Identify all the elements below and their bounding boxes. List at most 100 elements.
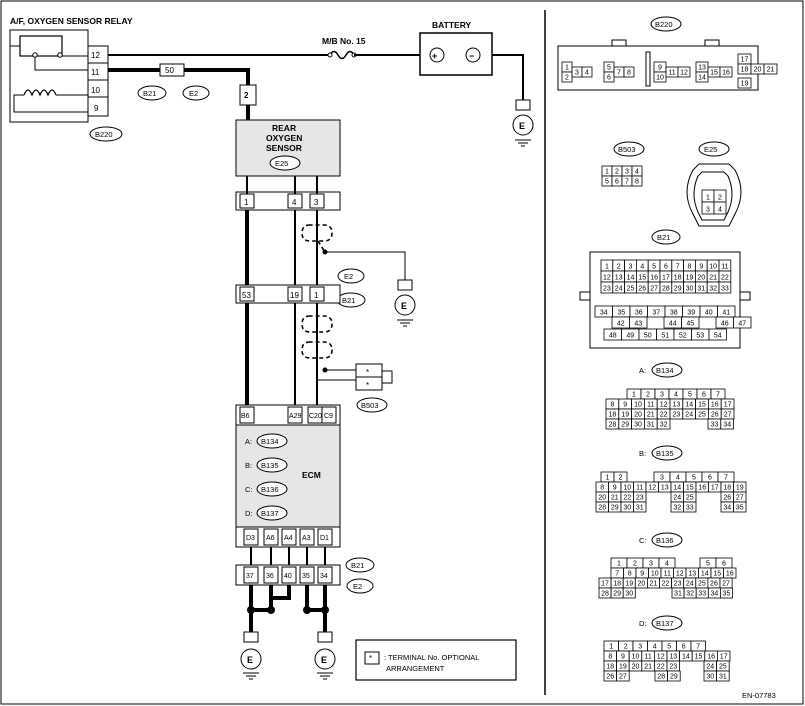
joint-pin: 19 <box>290 291 299 300</box>
view-prefix: C: <box>639 536 647 545</box>
pin-number: 23 <box>636 495 644 502</box>
pin-number: 28 <box>662 286 670 293</box>
pin-number: 6 <box>682 644 686 651</box>
view-label-b220: B220 <box>655 20 673 29</box>
relay-wiring <box>10 45 88 71</box>
pin-number: 4 <box>585 70 589 77</box>
ground-label: E <box>519 121 525 131</box>
pin-number: 3 <box>575 70 579 77</box>
pin-number: 11 <box>721 264 728 271</box>
legend-box <box>355 639 517 681</box>
pin-number: 19 <box>736 485 744 492</box>
ground-label: E <box>321 655 327 665</box>
ground-icon <box>314 648 336 670</box>
pin-number: 20 <box>697 275 705 282</box>
pin-number: 18 <box>606 664 614 671</box>
view-prefix: A: <box>639 366 646 375</box>
pin-number: 42 <box>617 321 625 328</box>
pin-number: 33 <box>721 286 729 293</box>
pin-number: 9 <box>623 402 627 409</box>
pin-number: 22 <box>657 664 665 671</box>
harness-tag-b21 <box>137 85 167 101</box>
pin-number: 32 <box>673 505 681 512</box>
pin-number: 31 <box>719 674 727 681</box>
pin-number: 43 <box>634 321 642 328</box>
pin-number: 21 <box>650 581 658 588</box>
sensor-pin: 3 <box>314 198 319 207</box>
sensor-connector: E25 <box>275 159 288 168</box>
pin-number: 13 <box>615 275 623 282</box>
pin-number: 18 <box>613 581 621 588</box>
pin-number: 20 <box>598 495 606 502</box>
pin-number: 17 <box>720 654 728 661</box>
pin-cell <box>708 328 727 341</box>
pin-cell <box>733 501 747 513</box>
pin-number: 6 <box>722 561 726 568</box>
splice-dot <box>267 606 275 614</box>
pin-number: 28 <box>657 674 665 681</box>
ecm-pin: C9 <box>324 413 333 420</box>
pin-number: 26 <box>638 286 646 293</box>
pin-number: 39 <box>687 310 695 317</box>
relay-contact <box>57 52 63 58</box>
battery-minus-terminal <box>465 47 481 63</box>
pin-number: 5 <box>605 179 609 186</box>
ecm-connector-tag <box>256 505 288 521</box>
pin-number: 12 <box>676 571 684 578</box>
pin-cell <box>683 501 697 513</box>
pin-number: 10 <box>623 485 631 492</box>
view-tag <box>698 141 730 157</box>
pin-number: 2 <box>619 475 623 482</box>
pin-number: 13 <box>698 65 706 72</box>
pin-number: 15 <box>710 70 718 77</box>
joint-pin: 53 <box>242 291 251 300</box>
relay-contact <box>32 52 38 58</box>
pin-number: 1 <box>706 195 710 202</box>
pin-number: 10 <box>634 402 642 409</box>
pin-number: 3 <box>649 561 653 568</box>
pin-number: 51 <box>661 333 669 340</box>
pin-cell <box>633 501 647 513</box>
pin-cell <box>281 528 297 546</box>
pin-number: 14 <box>673 485 681 492</box>
pin-cell <box>321 406 337 424</box>
view-tag <box>650 16 682 32</box>
sensor-wires <box>246 176 318 194</box>
pin-number: 16 <box>722 70 730 77</box>
pin-number: 20 <box>632 664 640 671</box>
pin-number: 29 <box>670 674 678 681</box>
pin-number: 27 <box>736 495 744 502</box>
view-tag <box>651 229 681 245</box>
pin-number: 5 <box>706 561 710 568</box>
relay-connector-tag <box>89 126 123 142</box>
pin-number: 25 <box>698 412 706 419</box>
view-tag <box>651 445 683 461</box>
pin-number: 4 <box>665 561 669 568</box>
pin-number: 29 <box>674 286 682 293</box>
battery-plus-terminal <box>429 47 445 63</box>
pin-cell <box>631 175 643 187</box>
mb-fuse-label: M/B No. 15 <box>322 36 366 46</box>
harness-tag-e2 <box>346 578 374 594</box>
view-label-b134: B134 <box>656 366 674 375</box>
pin-number: 21 <box>644 664 652 671</box>
pin-number: 1 <box>632 392 636 399</box>
pin-number: 18 <box>741 67 749 74</box>
ground-label: E <box>401 301 407 311</box>
sensor-line1: REAR <box>272 123 296 133</box>
pin-number: 14 <box>698 75 706 82</box>
pin-number: 9 <box>613 485 617 492</box>
splice-dot <box>322 367 328 373</box>
pin-number: 33 <box>698 591 706 598</box>
ecm-label: ECM <box>302 470 321 480</box>
pin-number: 9 <box>621 654 625 661</box>
pin-number: 27 <box>724 412 732 419</box>
harness-label: B21 <box>342 296 355 305</box>
ecm-connector-tag <box>256 481 288 497</box>
pin-cell <box>281 566 297 584</box>
legend-star: * <box>369 654 372 663</box>
pin-number: 30 <box>706 674 714 681</box>
pin-cell <box>716 670 730 682</box>
fuse-value: 50 <box>165 66 174 75</box>
pin-number: 21 <box>611 495 619 502</box>
